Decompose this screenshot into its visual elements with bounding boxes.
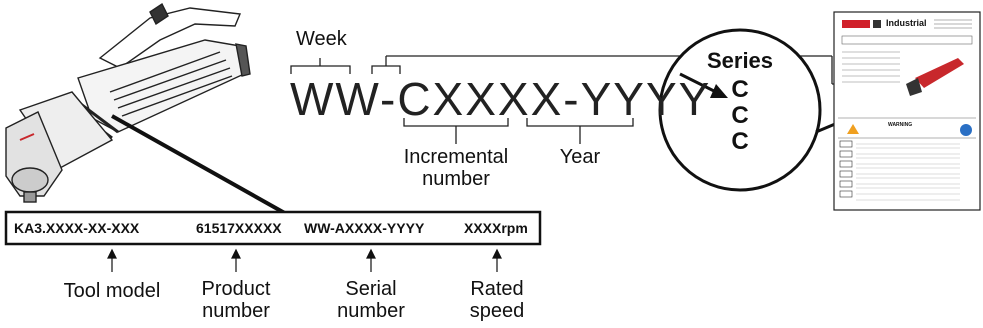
nameplate-tool-model: KA3.XXXX-XX-XXX (14, 220, 140, 236)
serial-number-label: Serial number (337, 278, 405, 322)
nameplate-product-number: 61517XXXXX (196, 220, 282, 236)
angle-tool-drawing (5, 2, 251, 203)
product-number-label: Product number (201, 278, 271, 322)
nameplate-leader-line (111, 114, 291, 218)
serial-format-text: WW-CXXXX-YYYY (290, 73, 712, 125)
nameplate-box (4, 210, 542, 246)
series-letter: C (731, 102, 749, 129)
week-label: Week (296, 28, 347, 50)
year-label: Year (559, 146, 601, 168)
series-callout-circle (658, 28, 822, 192)
nameplate-arrows (107, 248, 502, 272)
nameplate-rated-speed: XXXXrpm (464, 220, 528, 236)
document-thumbnail (833, 11, 981, 211)
document-brand: Industrial (886, 18, 927, 28)
tool-model-label: Tool model (63, 280, 161, 302)
series-letter: C (731, 76, 749, 103)
incremental-number-label: Incremental number (403, 146, 509, 190)
series-title: Series (706, 48, 774, 73)
series-letter: C (731, 128, 749, 155)
series-arrow (679, 72, 717, 94)
document-warning-heading: WARNING (888, 122, 913, 128)
rated-speed-label: Rated speed (469, 278, 525, 322)
series-arrow-head (710, 84, 728, 98)
nameplate-serial-number: WW-AXXXX-YYYY (304, 220, 425, 236)
